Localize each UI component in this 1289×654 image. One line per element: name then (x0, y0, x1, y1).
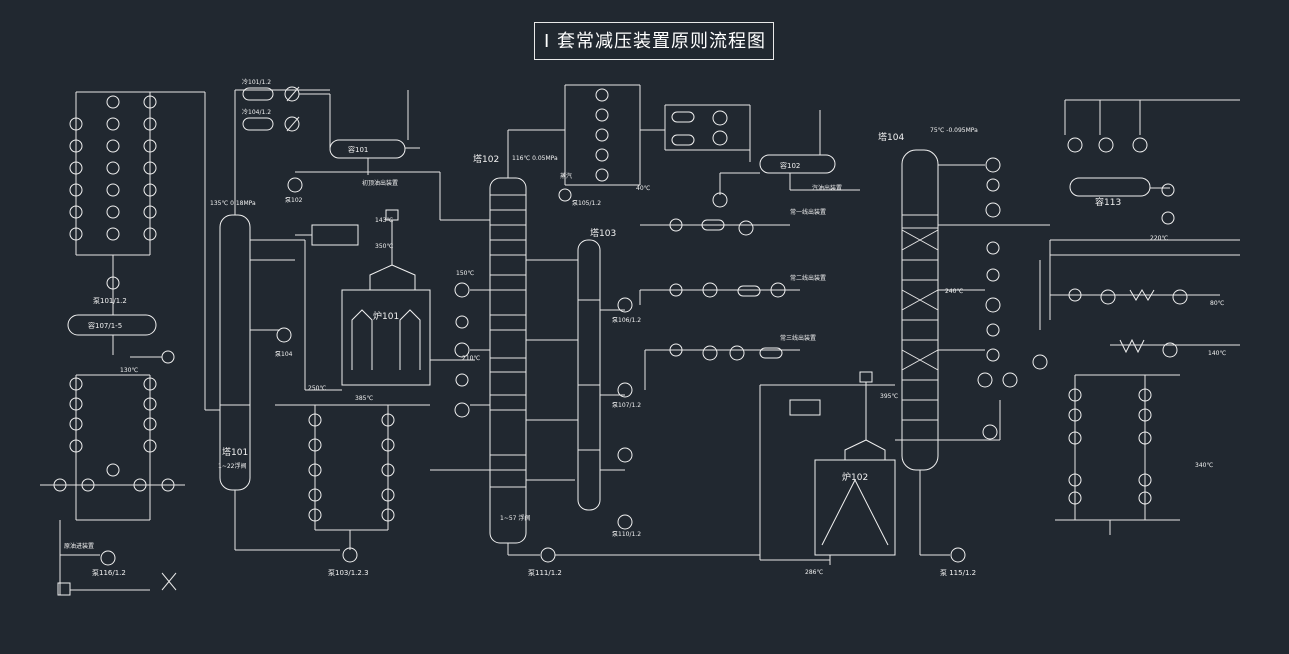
furnace-102 (759, 371, 896, 565)
furnace-101-label: 炉101 (373, 310, 399, 322)
pump-107-label: 泵107/1.2 (612, 402, 641, 409)
vessel-101 (295, 90, 440, 175)
vessel-107 (67, 314, 157, 355)
tower-101 (205, 89, 340, 551)
temp-140-label: 140℃ (1208, 350, 1226, 357)
tower-102-label: 塔102 (473, 153, 499, 165)
title-frame: I 套常减压装置原则流程图 (534, 22, 774, 60)
tower-102-conditions: 116℃ 0.05MPa (512, 155, 558, 162)
pump-103-label: 泵103/1.2.3 (328, 569, 369, 577)
vessel-107-label: 容107/1-5 (88, 321, 122, 330)
temp-40-label: 40℃ (636, 185, 651, 192)
tower-104 (901, 149, 1000, 556)
temp-150-label: 150℃ (456, 270, 474, 277)
temp-350-label: 350℃ (375, 243, 393, 250)
temp-395-label: 395℃ (880, 393, 898, 400)
pump-105-label: 泵105/1.2 (572, 200, 601, 207)
temp-130-label: 130℃ (120, 367, 138, 374)
temp-220-label: 220℃ (1150, 235, 1168, 242)
gasoline-out-label: 汽油出装置 (812, 184, 842, 192)
stripper-pumps (617, 297, 633, 530)
tower-104-conditions: 75℃ -0.095MPa (930, 127, 978, 134)
kerosene-out-label: 常一线出装置 (790, 208, 826, 216)
tower-101-label: 塔101 (222, 446, 248, 458)
tower-101-conditions: 135℃ 0.18MPa (210, 200, 256, 207)
vessel-101-label: 容101 (348, 145, 368, 154)
naphtha-out-label: 初顶油出装置 (362, 179, 398, 187)
crude-in-label: 原油进装置 (64, 542, 94, 550)
tower-103-label: 塔103 (590, 227, 616, 239)
tower-102 (489, 129, 565, 556)
temp-210-label: 210℃ (462, 355, 480, 362)
temp-286-label: 286℃ (805, 569, 823, 576)
pump-106-label: 泵106/1.2 (612, 317, 641, 324)
temp-80-label: 80℃ (1210, 300, 1225, 307)
furnace-102-label: 炉102 (842, 471, 868, 483)
right-product-lines (1049, 239, 1240, 358)
temp-340-label: 340℃ (1195, 462, 1213, 469)
pumparound-exchangers (454, 282, 470, 418)
connecting-lines (430, 224, 1050, 556)
left-exchanger-train-top (69, 91, 206, 410)
vessel-113 (1064, 99, 1240, 197)
tower-101-trays: 1~22浮阀 (218, 462, 246, 470)
pump-111-label: 泵111/1.2 (528, 569, 562, 577)
temp-240-label: 240℃ (945, 288, 963, 295)
vacuum-side-exchangers (977, 157, 1048, 440)
left-exchanger-train-bottom (40, 374, 185, 596)
product-coolers (639, 218, 800, 390)
vessel-113-label: 容113 (1095, 196, 1121, 208)
cooler-101-label: 冷101/1.2 (242, 78, 271, 86)
cooler-104-label: 冷104/1.2 (242, 108, 271, 116)
temp-385-label: 385℃ (355, 395, 373, 402)
pump-102-label: 泵102 (285, 197, 303, 204)
tower-103 (526, 239, 625, 511)
steam-label: 蒸汽 (560, 172, 572, 180)
mid-exchanger-train (275, 404, 430, 550)
diagram-title: I 套常减压装置原则流程图 (543, 31, 767, 52)
diesel3-out-label: 常三线出装置 (780, 334, 816, 342)
furnace-101 (295, 209, 431, 386)
top-exchanger-loop (564, 84, 751, 186)
pump-116-label: 泵116/1.2 (92, 569, 126, 577)
vessel-102 (719, 110, 860, 195)
temp-143-label: 143℃ (375, 217, 393, 224)
tower-102-trays: 1~57 浮阀 (500, 514, 530, 522)
tower-104-label: 塔104 (878, 131, 904, 143)
condensers-101 (242, 86, 331, 148)
right-exchanger-train (1055, 374, 1180, 535)
pump-104-label: 泵104 (275, 351, 293, 358)
pump-115-label: 泵 115/1.2 (940, 569, 976, 577)
temp-250-label: 250℃ (308, 385, 326, 392)
vessel-102-label: 容102 (780, 161, 800, 170)
pump-110-label: 泵110/1.2 (612, 531, 641, 538)
pump-101-label: 泵101/1.2 (93, 297, 127, 305)
diesel-out-label: 常二线出装置 (790, 274, 826, 282)
